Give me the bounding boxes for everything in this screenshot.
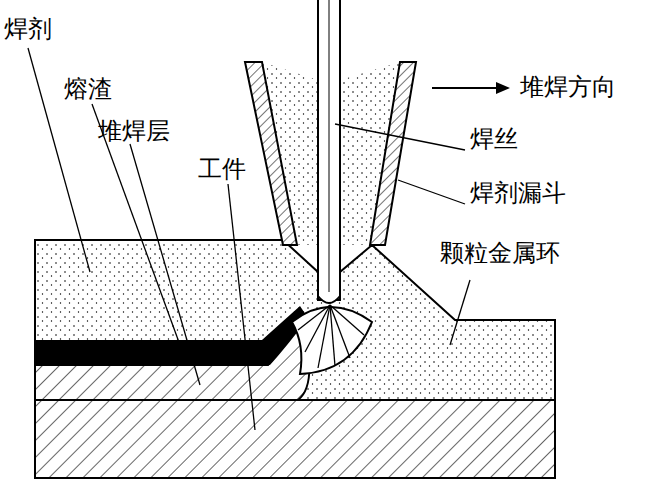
part-label: 堆焊层 <box>98 118 170 144</box>
part-label: 焊剂漏斗 <box>470 180 566 206</box>
slag <box>35 306 308 365</box>
part-label: 工件 <box>198 156 246 182</box>
part-label: 颗粒金属环 <box>440 240 560 266</box>
direction-arrow <box>432 87 500 89</box>
part-label: 焊剂 <box>4 16 52 42</box>
welding-wire <box>318 0 340 303</box>
weld-pool <box>292 307 372 374</box>
wire-centerline <box>329 0 330 292</box>
arrow-head <box>496 82 510 94</box>
hopper-wall <box>370 62 416 245</box>
workpiece <box>35 400 555 478</box>
part-label: 熔渣 <box>64 76 112 102</box>
part-label: 堆焊方向 <box>520 74 616 100</box>
arc-lines <box>298 305 364 368</box>
leader-lines <box>28 48 470 430</box>
hopper-wall <box>245 62 297 245</box>
part-label: 焊丝 <box>470 126 518 152</box>
